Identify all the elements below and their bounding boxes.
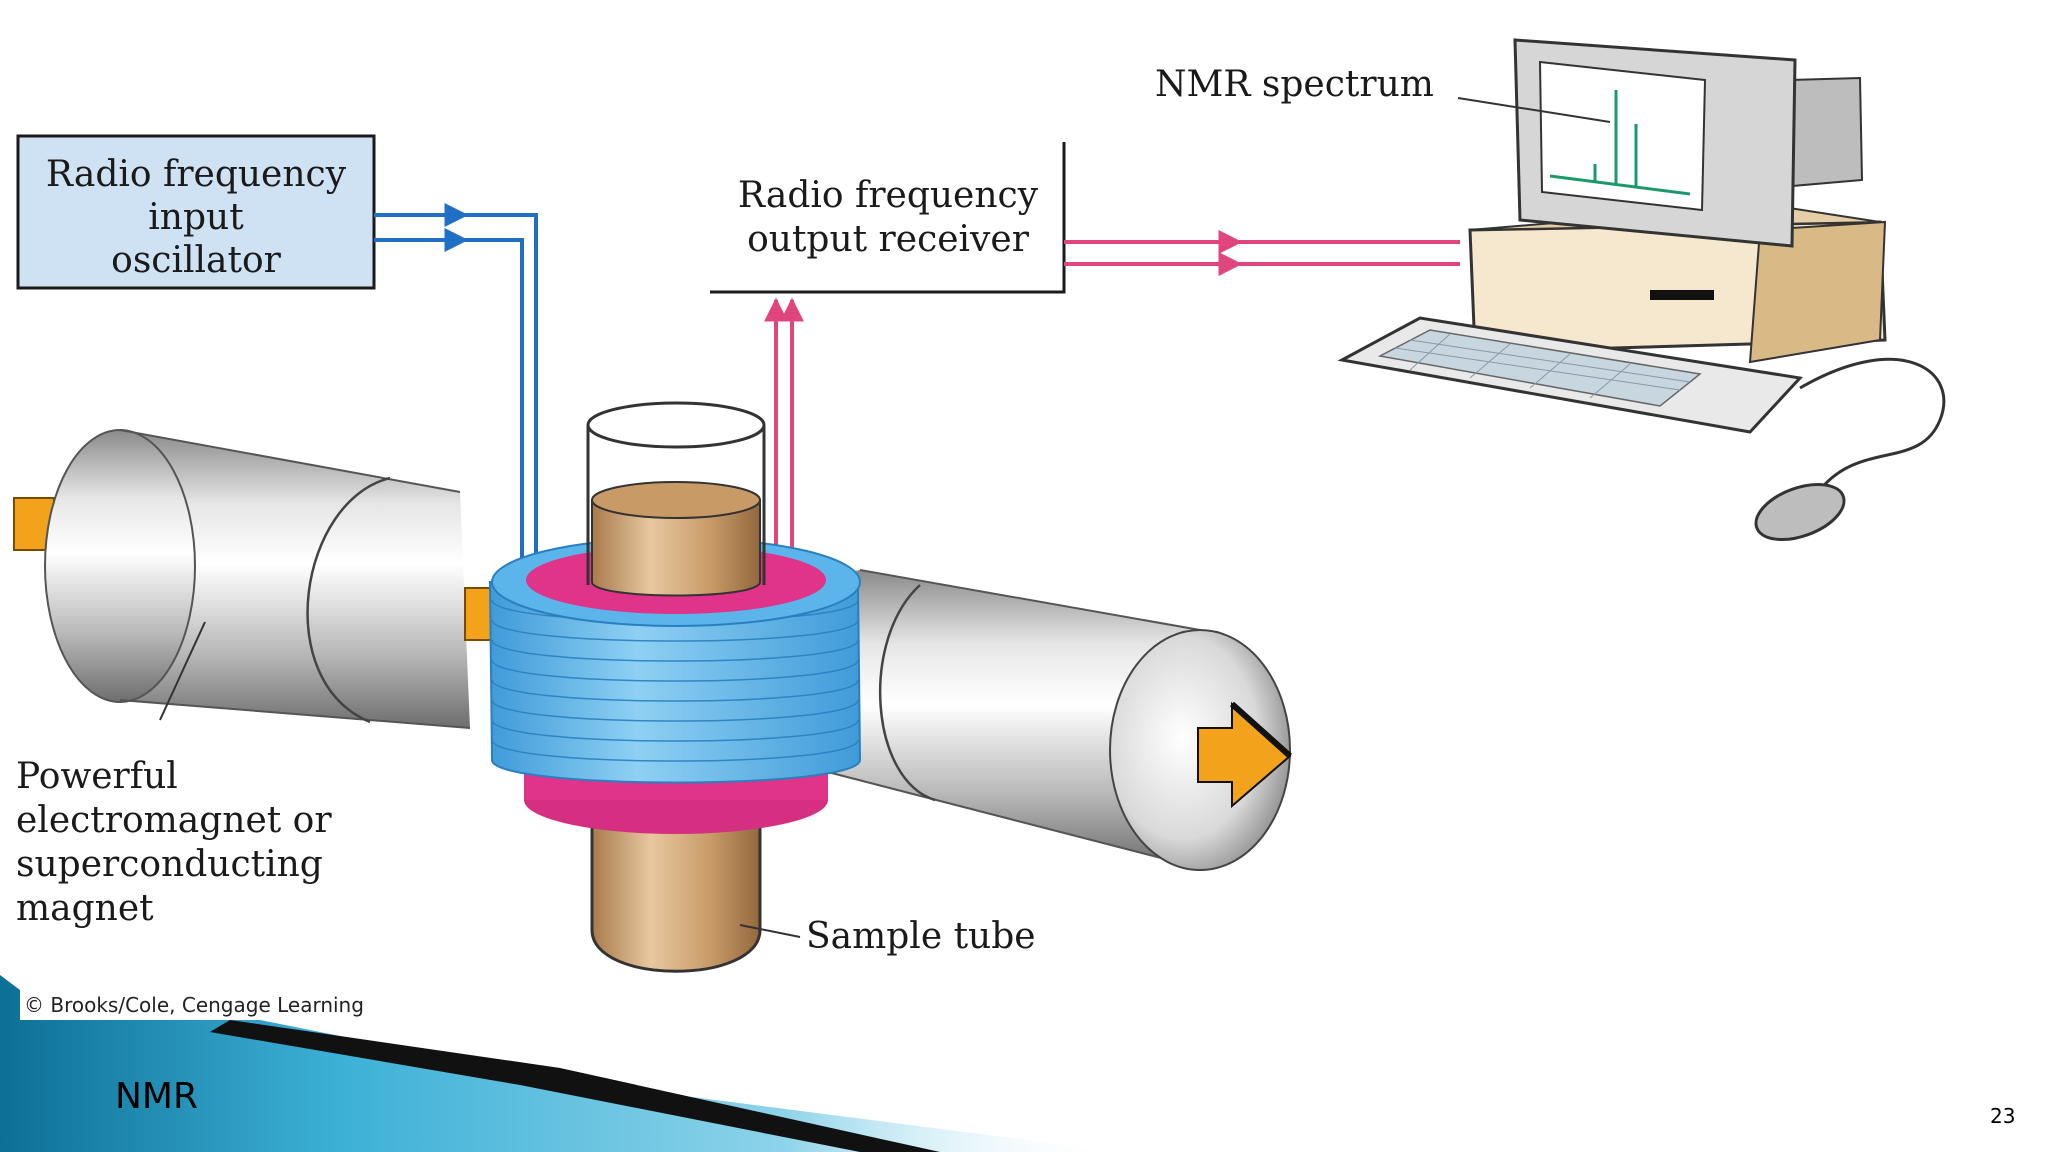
left-magnet xyxy=(13,429,494,729)
sample-tube-label: Sample tube xyxy=(806,916,1036,957)
page-number: 23 xyxy=(1990,1104,2015,1128)
sample-leader-line xyxy=(739,924,801,938)
left-magnet-band xyxy=(306,476,391,724)
nmr-spectrum-label: NMR spectrum xyxy=(1155,64,1434,105)
slide-footer: NMR 23 xyxy=(0,975,2015,1152)
computer: NMR spectrum xyxy=(1155,38,1946,541)
rf-output-label-1: Radio frequency xyxy=(738,175,1039,216)
footer-title: NMR xyxy=(115,1076,198,1117)
footer-band xyxy=(0,975,1120,1152)
magnet-label: Powerful electromagnet or superconductin… xyxy=(16,756,332,929)
field-direction-arrow xyxy=(1197,701,1292,809)
image-credit: © Brooks/Cole, Cengage Learning xyxy=(24,993,364,1017)
rf-output-label-2: output receiver xyxy=(747,219,1030,260)
input-wires xyxy=(374,203,538,560)
rf-input-oscillator: Radio frequency input oscillator xyxy=(16,134,376,290)
left-magnet-body xyxy=(120,430,470,728)
sample-assembly: Sample tube xyxy=(488,401,1036,973)
right-magnet-body xyxy=(800,570,1200,868)
left-pole-tip xyxy=(464,587,494,641)
output-wires xyxy=(764,230,1460,550)
rf-coil-windings xyxy=(491,599,859,762)
mouse-cable xyxy=(1799,357,1946,491)
sample-tube-upper xyxy=(591,499,761,597)
magnet-label-1: Powerful xyxy=(16,756,178,797)
sample-tube-lower xyxy=(590,798,762,973)
monitor-back xyxy=(1788,76,1864,188)
magnet-leader-line xyxy=(159,621,206,721)
rf-input-label-1: Radio frequency xyxy=(46,154,347,195)
rf-output-box-border xyxy=(710,142,1066,294)
sample-tube-rim xyxy=(586,401,766,449)
right-magnet: N xyxy=(800,569,1293,871)
magnet-label-3: superconducting xyxy=(16,844,323,885)
rf-input-box xyxy=(16,134,376,290)
left-magnet-end xyxy=(44,429,196,703)
footer-stripe xyxy=(210,1020,940,1152)
sample-surface xyxy=(591,481,761,519)
sample-tube-walls xyxy=(586,425,766,585)
keyboard-keys xyxy=(1377,329,1702,407)
magnet-label-4: magnet xyxy=(16,888,154,929)
disk-slot xyxy=(1650,290,1714,300)
spectrum-leader-line xyxy=(1457,97,1611,123)
rf-coil xyxy=(488,581,862,784)
rf-output-receiver: Radio frequency output receiver xyxy=(710,142,1066,294)
rf-input-label-3: oscillator xyxy=(111,240,281,281)
spectrum-trace xyxy=(1549,90,1691,196)
rf-input-label-2: input xyxy=(148,197,244,238)
magnet-label-2: electromagnet or xyxy=(16,800,332,841)
monitor-screen xyxy=(1538,60,1707,212)
mouse xyxy=(1754,483,1846,541)
right-magnet-band xyxy=(878,584,936,802)
